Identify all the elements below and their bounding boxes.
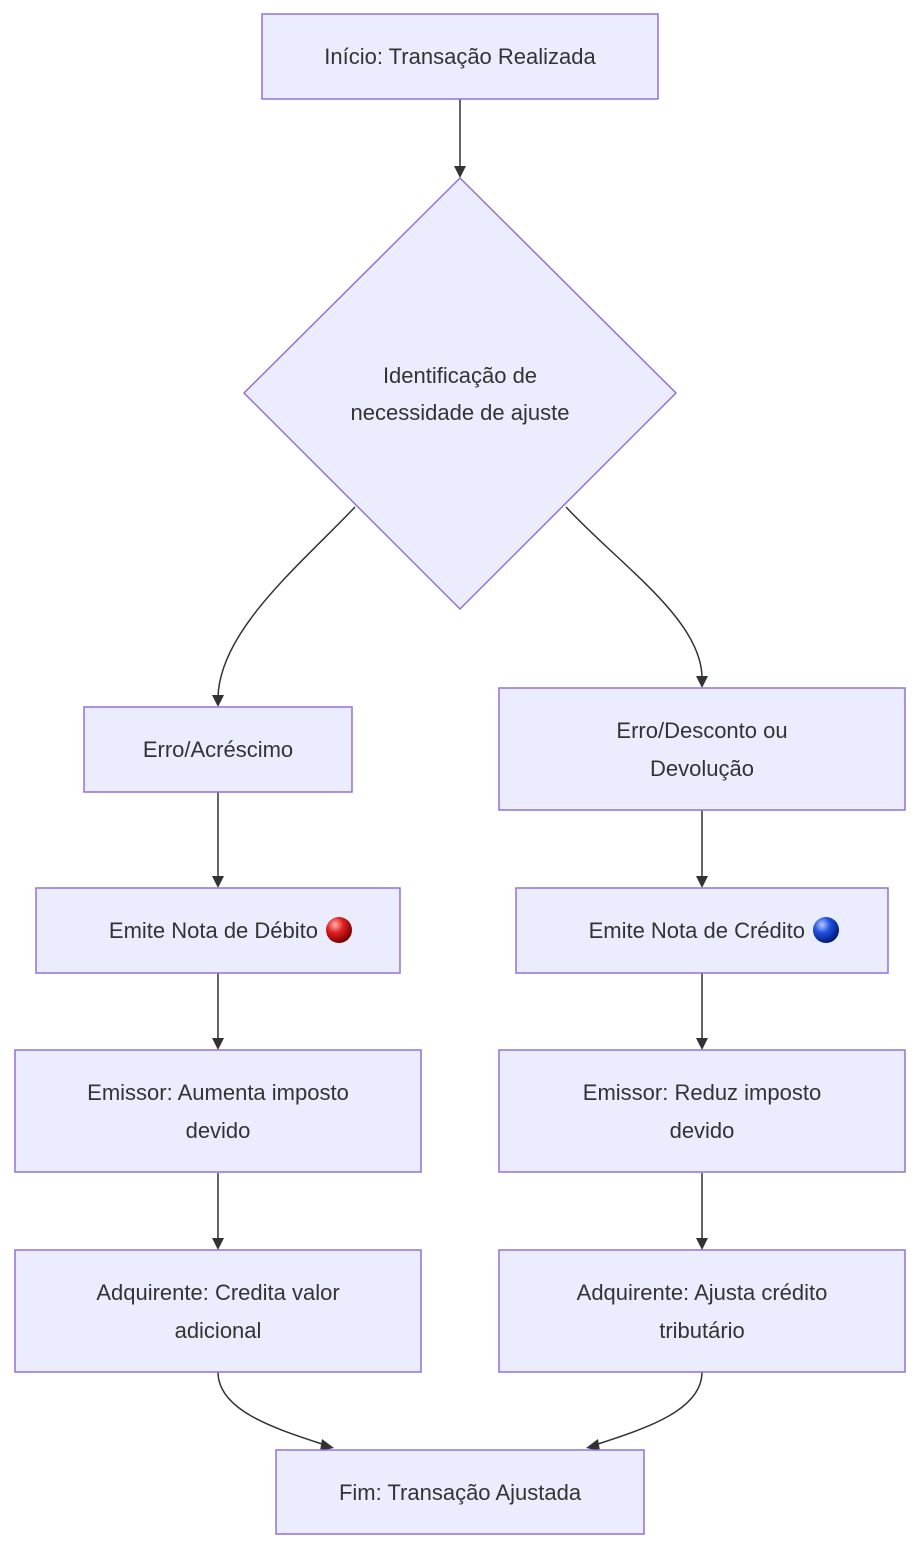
node-emissor-aumenta: Emissor: Aumenta imposto devido [14,1049,422,1173]
node-erro-desconto-label: Devolução [650,756,754,781]
node-nota-credito: Emite Nota de Crédito [515,887,889,974]
edge-decision-erro-acrescimo [217,506,356,698]
node-decision: Identificação de necessidade de ajuste [242,176,678,611]
node-end-label: Fim: Transação Ajustada [339,1480,582,1505]
node-nota-debito-label: Emite Nota de Débito [109,918,318,943]
node-erro-desconto-label: Erro/Desconto ou [616,718,787,743]
node-erro-acrescimo-label: Erro/Acréscimo [143,737,293,762]
node-erro-desconto: Erro/Desconto ou Devolução [498,687,906,811]
arrowhead [586,1439,600,1451]
node-adquirente-credita: Adquirente: Credita valor adicional [14,1249,422,1373]
node-emissor-reduz: Emissor: Reduz imposto devido [498,1049,906,1173]
arrowhead [320,1439,334,1451]
node-nota-debito: Emite Nota de Débito [35,887,401,974]
arrowhead [212,695,224,707]
red-ball-icon [326,917,352,943]
edges [212,99,708,1451]
node-adquirente-ajusta-label: tributário [659,1318,745,1343]
node-erro-acrescimo: Erro/Acréscimo [83,706,353,793]
node-decision-label: Identificação de [383,363,537,388]
arrowhead [696,1038,708,1050]
arrowhead [212,876,224,888]
node-adquirente-ajusta: Adquirente: Ajusta crédito tributário [498,1249,906,1373]
node-emissor-reduz-label: devido [670,1118,735,1143]
blue-ball-icon [813,917,839,943]
edge-adquirente-credita-end [217,1371,326,1446]
arrowhead [212,1238,224,1250]
node-emissor-aumenta-label: Emissor: Aumenta imposto [87,1080,349,1105]
arrowhead [212,1038,224,1050]
arrowhead [696,1238,708,1250]
arrowhead [454,166,466,178]
node-emissor-aumenta-label: devido [186,1118,251,1143]
node-adquirente-ajusta-label: Adquirente: Ajusta crédito [577,1280,828,1305]
node-adquirente-credita-label: adicional [175,1318,262,1343]
node-end: Fim: Transação Ajustada [275,1449,645,1535]
node-adquirente-credita-label: Adquirente: Credita valor [96,1280,339,1305]
node-start-label: Início: Transação Realizada [324,44,596,69]
edge-adquirente-ajusta-end [594,1371,703,1446]
node-nota-credito-label: Emite Nota de Crédito [589,918,805,943]
arrowhead [696,876,708,888]
node-decision-label: necessidade de ajuste [351,400,570,425]
edge-decision-erro-desconto [565,506,703,679]
arrowhead [696,676,708,688]
node-start: Início: Transação Realizada [261,13,659,100]
node-emissor-reduz-label: Emissor: Reduz imposto [583,1080,821,1105]
